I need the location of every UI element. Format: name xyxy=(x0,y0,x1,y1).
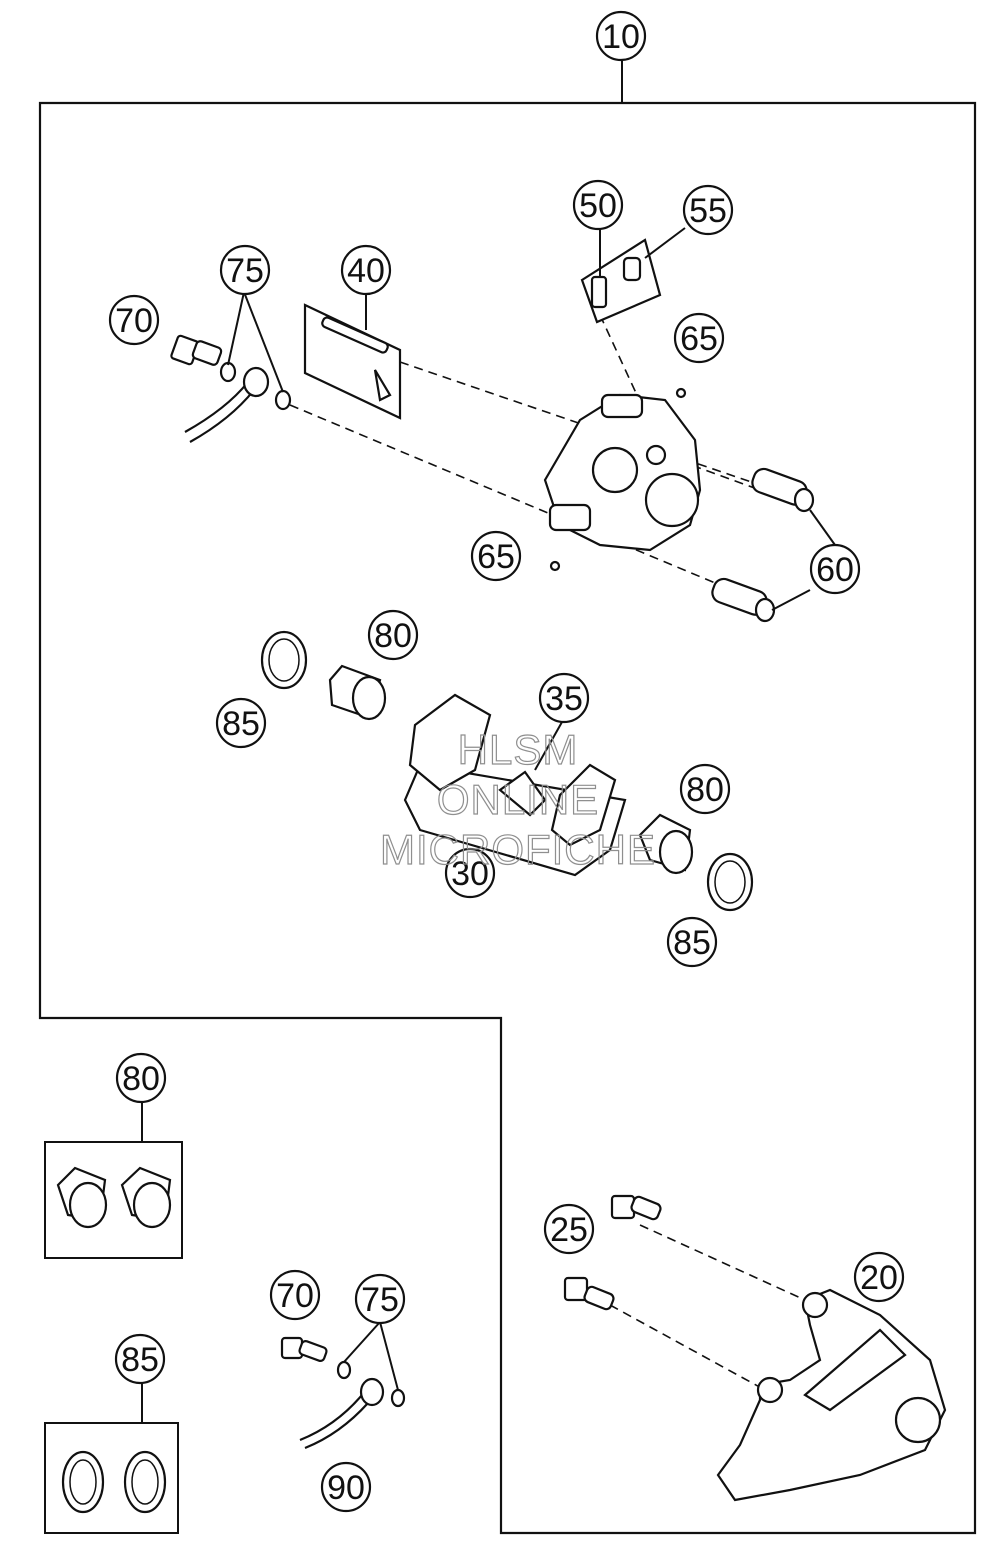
watermark-line-1: HLSM xyxy=(458,726,579,773)
callout-70-bottom-label: 70 xyxy=(276,1277,314,1315)
piston-right xyxy=(638,813,694,875)
brake-hose-bottom xyxy=(299,1377,385,1450)
callout-60[interactable]: 60 xyxy=(809,543,861,595)
callout-90-label: 90 xyxy=(327,1469,365,1507)
banjo-bolt-top xyxy=(170,334,223,366)
brake-pads xyxy=(403,693,627,877)
callout-55-label: 55 xyxy=(689,192,727,230)
callout-35[interactable]: 35 xyxy=(538,672,590,724)
callout-40[interactable]: 40 xyxy=(340,244,392,296)
bracket-bolt-lower xyxy=(563,1276,615,1311)
pin-kit-box xyxy=(303,303,402,420)
callout-70-top[interactable]: 70 xyxy=(108,294,160,346)
seal-ring-bottom-1 xyxy=(336,1360,352,1380)
callout-55[interactable]: 55 xyxy=(682,184,734,236)
callout-85-kit-label: 85 xyxy=(121,1341,159,1379)
callout-10[interactable]: 10 xyxy=(595,10,647,62)
piston-left xyxy=(328,664,387,721)
piston-kit-pistons xyxy=(56,1166,172,1229)
callout-70-bottom[interactable]: 70 xyxy=(269,1269,321,1321)
callout-65-top-label: 65 xyxy=(680,320,718,358)
callout-85-mid-left-label: 85 xyxy=(222,705,260,743)
callout-80-kit[interactable]: 80 xyxy=(115,1052,167,1104)
callout-30-label: 30 xyxy=(451,855,489,893)
callout-50[interactable]: 50 xyxy=(572,179,624,231)
callout-80-kit-label: 80 xyxy=(122,1060,160,1098)
callout-30[interactable]: 30 xyxy=(444,847,496,899)
callout-25[interactable]: 25 xyxy=(543,1203,595,1255)
callout-85-mid-right[interactable]: 85 xyxy=(666,916,718,968)
callout-65-top[interactable]: 65 xyxy=(673,312,725,364)
bracket-bolt-upper xyxy=(610,1194,662,1221)
callout-50-label: 50 xyxy=(579,187,617,225)
callout-80-mid-right-label: 80 xyxy=(686,771,724,809)
callout-80-mid-left[interactable]: 80 xyxy=(367,609,419,661)
seal-ring-bottom-2 xyxy=(390,1388,406,1408)
callout-75-bottom[interactable]: 75 xyxy=(354,1273,406,1325)
banjo-bolt-bottom xyxy=(280,1336,328,1362)
callout-75-top-label: 75 xyxy=(226,252,264,290)
callout-65-bottom-label: 65 xyxy=(477,538,515,576)
seal-ring-top-1 xyxy=(219,361,237,383)
caliper-bracket xyxy=(716,1288,947,1502)
seal-ring-top-2 xyxy=(274,389,292,411)
watermark-line-3: MICROFICHE xyxy=(380,826,656,873)
callout-75-bottom-label: 75 xyxy=(361,1281,399,1319)
watermark-line-2: ONLINE xyxy=(437,776,599,823)
callout-25-label: 25 xyxy=(550,1211,588,1249)
guide-pin-upper xyxy=(751,467,815,513)
seal-kit-seals xyxy=(61,1450,167,1514)
callout-70-top-label: 70 xyxy=(115,302,153,340)
o-ring-65-bottom xyxy=(549,560,561,572)
guide-pin-lower xyxy=(711,577,776,623)
o-ring-65-top xyxy=(675,387,687,399)
caliper-body xyxy=(543,393,702,552)
callout-85-mid-left[interactable]: 85 xyxy=(215,697,267,749)
callout-80-mid-left-label: 80 xyxy=(374,617,412,655)
callout-10-label: 10 xyxy=(602,18,640,56)
callout-80-mid-right[interactable]: 80 xyxy=(679,763,731,815)
callout-60-label: 60 xyxy=(816,551,854,589)
callout-20-label: 20 xyxy=(860,1259,898,1297)
callout-85-mid-right-label: 85 xyxy=(673,924,711,962)
bleeder-kit-box xyxy=(580,238,662,324)
callout-40-label: 40 xyxy=(347,252,385,290)
callout-65-bottom[interactable]: 65 xyxy=(470,530,522,582)
callout-20[interactable]: 20 xyxy=(853,1251,905,1303)
callout-90[interactable]: 90 xyxy=(320,1461,372,1513)
watermark: HLSM ONLINE MICROFICHE xyxy=(379,725,656,873)
callout-35-label: 35 xyxy=(545,680,583,718)
callout-75-top[interactable]: 75 xyxy=(219,244,271,296)
leader-lines xyxy=(141,227,836,1423)
piston-seal-right-inner xyxy=(714,860,746,904)
brake-hose-top xyxy=(184,366,270,443)
assembly-outline xyxy=(38,101,977,1535)
callout-85-kit[interactable]: 85 xyxy=(114,1333,166,1385)
piston-seal-left-inner xyxy=(268,638,300,682)
